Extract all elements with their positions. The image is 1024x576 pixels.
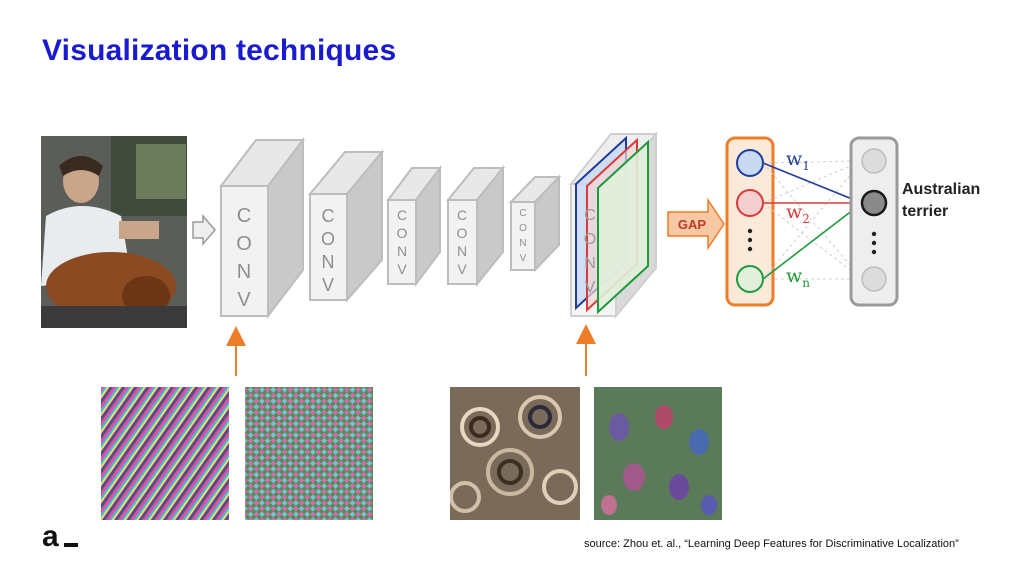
texture-conv1-b [245, 387, 373, 520]
conv-letter: O [321, 229, 335, 249]
output-label-line1: Australian [902, 181, 980, 198]
conv-letter: V [397, 261, 407, 277]
conv-letter: O [519, 223, 527, 234]
logo-underscore [64, 543, 78, 547]
feature-map-green [597, 139, 649, 315]
conv-letter: V [585, 279, 596, 296]
conv-letter: O [397, 225, 408, 241]
conv-layer-5: C O N V [508, 174, 562, 273]
conv-letter: C [584, 207, 596, 224]
neuron-icon [861, 148, 887, 174]
conv-letter: C [457, 207, 467, 223]
conv-layer-6-feature-maps: C O N V [568, 131, 659, 319]
company-logo: a [42, 520, 59, 553]
gap-label: GAP [678, 217, 707, 232]
neuron-icon [736, 189, 764, 217]
texture-deep-a [450, 387, 580, 520]
input-photo [41, 136, 187, 328]
conv-layer-4: C O N V [445, 165, 506, 287]
conv-letter: O [584, 231, 596, 248]
neuron-icon [736, 149, 764, 177]
texture-conv1-a [101, 387, 229, 520]
conv-letter: N [584, 255, 596, 272]
output-node-column [849, 136, 899, 307]
texture-deep-b [594, 387, 722, 520]
source-citation: source: Zhou et. al., “Learning Deep Fea… [584, 538, 959, 550]
weight-label-1: w1 [786, 148, 810, 173]
gap-arrow: GAP [667, 197, 725, 251]
weight-label-2: w2 [786, 201, 810, 226]
slide-title: Visualization techniques [42, 34, 397, 67]
neuron-icon [861, 266, 887, 292]
neuron-icon [736, 265, 764, 293]
conv-letter: C [397, 207, 407, 223]
conv-layer-3: C O N V [386, 165, 442, 287]
gap-node-column [725, 136, 775, 307]
conv-letter: C [322, 206, 335, 226]
conv-layer-2: C O N V [307, 149, 385, 303]
conv-layer-1: C O N V [218, 137, 306, 319]
conv-letter: V [457, 261, 467, 277]
conv-letter: O [457, 225, 468, 241]
conv-letter: N [519, 238, 526, 249]
conv-letter: V [520, 253, 527, 264]
conv-letter: V [237, 289, 251, 311]
conv-letter: C [237, 205, 251, 227]
conv-letter: N [237, 261, 251, 283]
conv-letter: O [236, 233, 252, 255]
conv-letter: N [397, 243, 407, 259]
conv-letter: N [457, 243, 467, 259]
conv-letter: N [322, 252, 335, 272]
conv-letter: V [322, 275, 334, 295]
output-label-line2: terrier [902, 203, 948, 220]
neuron-icon [860, 189, 888, 217]
arrow-right-icon [192, 213, 216, 247]
conv-letter: C [519, 208, 526, 219]
weight-label-n: wn [786, 265, 810, 290]
